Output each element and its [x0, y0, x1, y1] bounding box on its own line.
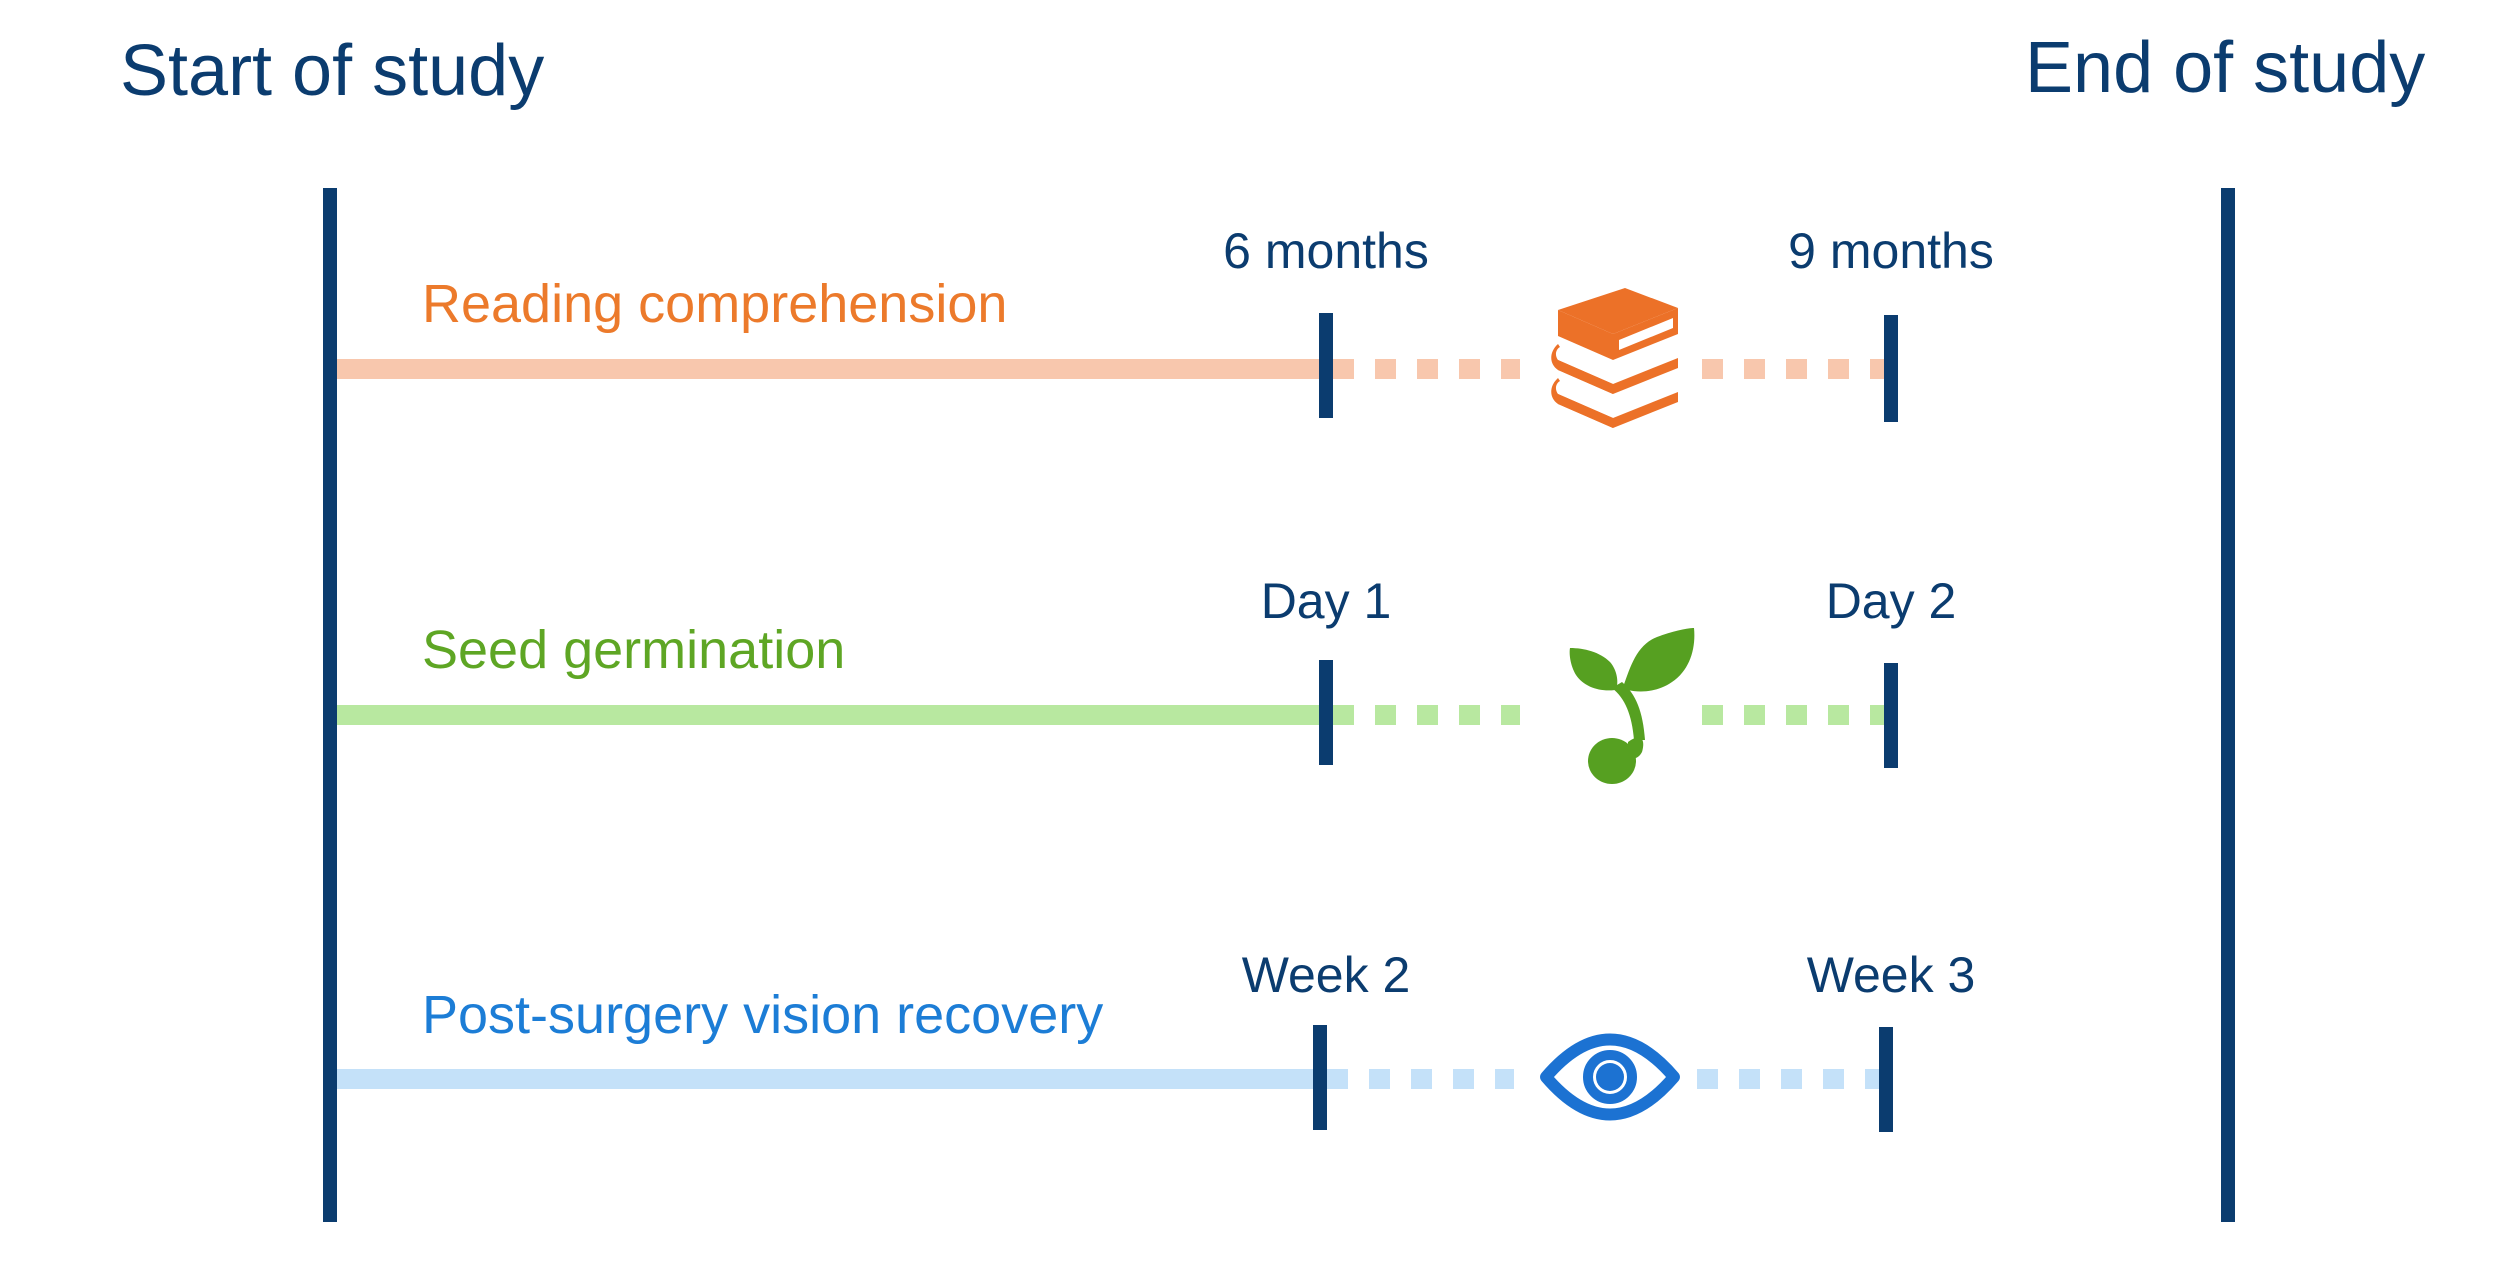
end-of-study-label: End of study [2025, 28, 2425, 108]
start-tick-label-reading: 6 months [1223, 223, 1429, 279]
timeline-row-vision: Post-surgery vision recovery Week 2 Week… [337, 947, 1975, 1132]
start-tick-label-vision: Week 2 [1242, 947, 1411, 1003]
end-tick-label-seed: Day 2 [1826, 573, 1957, 629]
start-tick-label-seed: Day 1 [1261, 573, 1392, 629]
eye-icon [1540, 1033, 1680, 1121]
row-label-reading: Reading comprehension [422, 274, 1007, 334]
seedling-icon [1569, 628, 1695, 784]
end-tick-label-vision: Week 3 [1807, 947, 1976, 1003]
start-of-study-label: Start of study [120, 31, 544, 111]
row-label-vision: Post-surgery vision recovery [422, 985, 1103, 1045]
timeline-row-seed: Seed germination Day 1 Day 2 [337, 573, 1956, 784]
timeline-row-reading: Reading comprehension 6 months 9 months [337, 223, 1994, 428]
row-label-seed: Seed germination [422, 620, 845, 680]
books-icon [1551, 288, 1678, 428]
end-tick-label-reading: 9 months [1788, 223, 1994, 279]
